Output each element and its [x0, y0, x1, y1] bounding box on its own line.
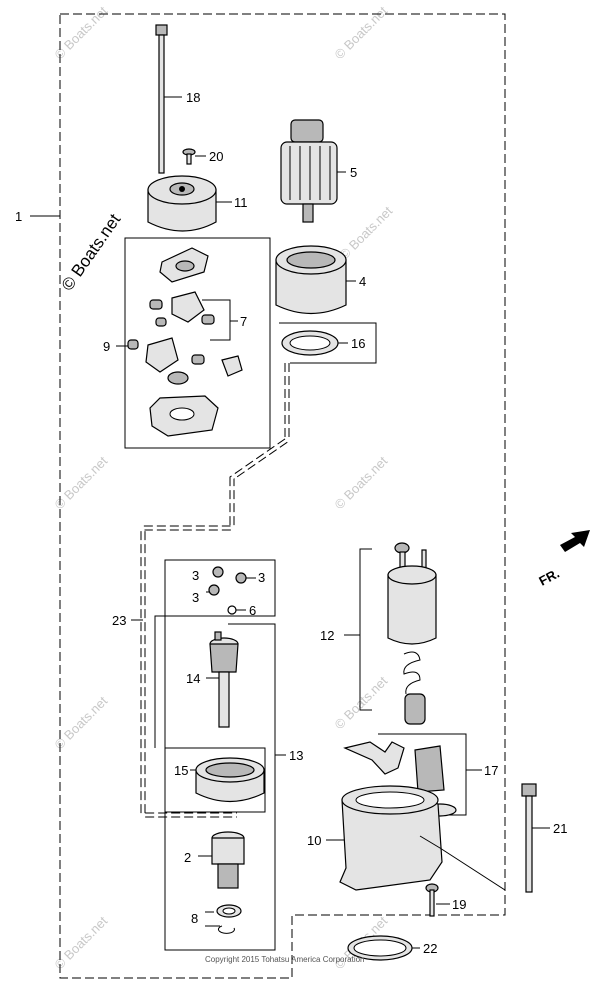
callout-17: 17	[484, 763, 498, 778]
part-pinion	[198, 831, 245, 889]
callout-20: 20	[209, 149, 223, 164]
callout-3: 3	[192, 568, 199, 583]
watermark: © Boats.net	[332, 3, 391, 62]
watermark: © Boats.net	[332, 673, 391, 732]
part-internal-gear	[190, 757, 265, 802]
part-through-bolt	[521, 783, 550, 893]
callout-4: 4	[359, 274, 366, 289]
callout-19: 19	[452, 897, 466, 912]
nut-group-frame	[164, 559, 276, 617]
watermark: © Boats.net	[332, 453, 391, 512]
part-solenoid	[344, 542, 437, 725]
callout-23: 23	[112, 613, 126, 628]
ring-group-frame	[164, 747, 266, 813]
callout-21: 21	[553, 821, 567, 836]
group-23-path-inner	[141, 363, 289, 817]
part-small-screw	[182, 148, 206, 165]
copyright-text: Copyright 2015 Tohatsu America Corporati…	[205, 955, 365, 964]
callout-18: 18	[186, 90, 200, 105]
part-nuts	[206, 566, 256, 615]
watermark: © Boats.net	[337, 203, 396, 262]
part-armature	[280, 119, 346, 223]
callout-13: 13	[289, 748, 303, 763]
part-screw	[425, 883, 450, 917]
part-housing	[326, 785, 506, 891]
callout-7: 7	[240, 314, 247, 329]
shaft-group-frame	[154, 615, 276, 951]
callout-1: 1	[15, 209, 22, 224]
part-yoke	[275, 245, 356, 314]
part-drive-shaft	[206, 631, 239, 728]
part-long-bolt	[155, 24, 182, 174]
front-direction-arrow: FR.	[536, 530, 590, 589]
solenoid-bracket	[359, 548, 372, 711]
callout-15: 15	[174, 763, 188, 778]
callout-10: 10	[307, 833, 321, 848]
callout-22: 22	[423, 941, 437, 956]
callout-8: 8	[191, 911, 198, 926]
callout-12: 12	[320, 628, 334, 643]
part-o-ring	[347, 935, 420, 961]
part-switch-parts	[343, 741, 482, 817]
callout-3: 3	[258, 570, 265, 585]
callout-5: 5	[350, 165, 357, 180]
callout-9: 9	[103, 339, 110, 354]
part-brush-holder	[116, 247, 243, 437]
callout-3: 3	[192, 590, 199, 605]
part-retaining-ring	[205, 904, 242, 934]
callout-6: 6	[249, 603, 256, 618]
callout-labels: 1 2 3 3 3 4 5 6 7 8 9 10 11 12 13 14 15 …	[15, 90, 567, 956]
callout-14: 14	[186, 671, 200, 686]
callout-2: 2	[184, 850, 191, 865]
part-end-cover	[147, 175, 232, 232]
brush-group-frame	[124, 237, 271, 449]
callout-16: 16	[351, 336, 365, 351]
part-washer	[281, 330, 348, 356]
assembly-outline	[59, 13, 506, 979]
washer-group-frame	[279, 322, 377, 364]
watermark-main: © Boats.net	[58, 210, 125, 294]
direction-label: FR.	[536, 566, 562, 589]
callout-11: 11	[234, 195, 248, 210]
